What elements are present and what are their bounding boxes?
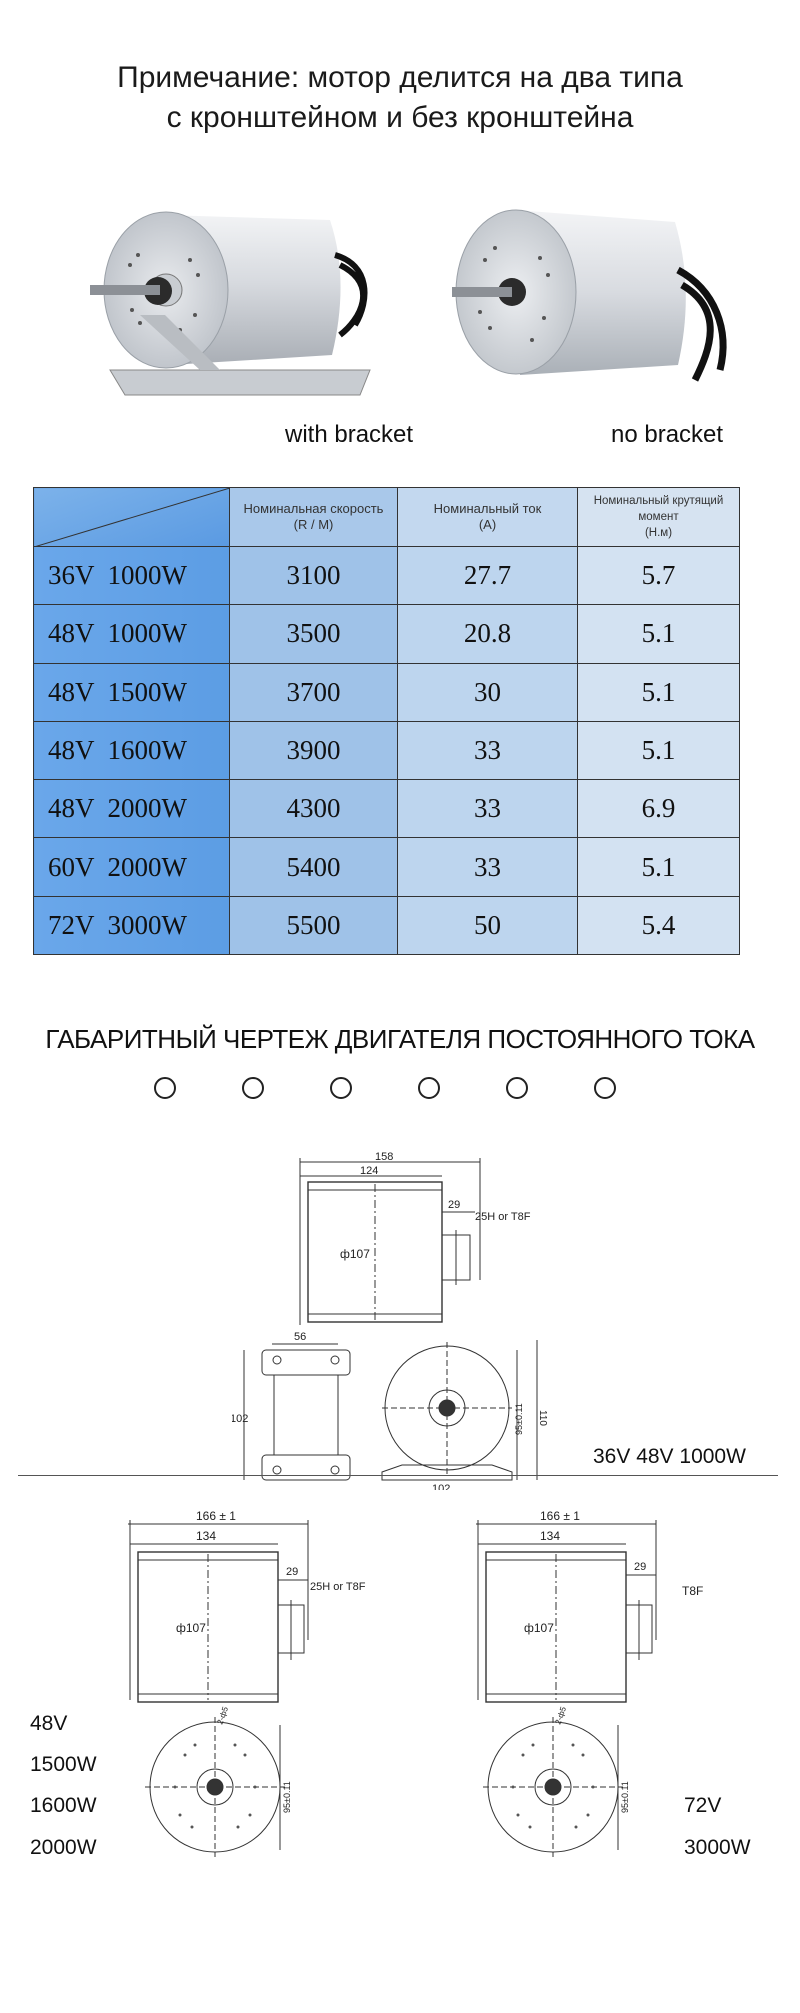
note-line-1: Примечание: мотор делится на два типа (117, 61, 683, 94)
note-heading: Примечание: мотор делится на два типа с … (0, 58, 800, 138)
header-torque: Номинальный крутящий момент (Н.м) (577, 487, 740, 547)
drawings-title: ГАБАРИТНЫЙ ЧЕРТЕЖ ДВИГАТЕЛЯ ПОСТОЯННОГО … (45, 1024, 755, 1054)
table-row: 36V 1000W 3100 27.7 5.7 (33, 545, 740, 606)
row-torque: 5.1 (577, 604, 740, 664)
row-current: 27.7 (397, 545, 578, 606)
drawing-3000w-side: 166 ± 1 134 ф107 29 T8F (470, 1510, 730, 1710)
row-speed: 4300 (229, 779, 398, 839)
drawing-3000w-end: 2-ф5 95±0.11 (478, 1705, 638, 1865)
dim-total: 166 ± 1 (196, 1510, 236, 1523)
table-row: 48V 1500W 3700 30 5.1 (33, 662, 740, 722)
no-bracket-caption: no bracket (611, 421, 724, 448)
row-model: 48V 1600W (33, 720, 230, 781)
row-current: 33 (397, 720, 578, 781)
dim-body: 124 (360, 1165, 378, 1177)
diagonal-divider-icon (34, 488, 230, 547)
dim-body: 134 (196, 1529, 216, 1543)
sprocket-spec: 25H or T8F (310, 1581, 366, 1593)
label-1000w: 36V 48V 1000W (593, 1445, 746, 1468)
row-speed: 3100 (229, 545, 398, 606)
row-current: 20.8 (397, 604, 578, 664)
divider (18, 1475, 778, 1476)
drawing-1000w-side: 158 124 ф107 29 25H or T8F (290, 1150, 550, 1330)
row-current: 33 (397, 779, 578, 839)
row-torque: 5.4 (577, 895, 740, 956)
circle-icon (506, 1077, 528, 1099)
motor-photo-with-bracket (70, 205, 390, 415)
table-row: 48V 1000W 3500 20.8 5.1 (33, 604, 740, 664)
decorative-circles (154, 1077, 616, 1101)
specs-header-row: Номинальная скорость (R / M) Номинальный… (33, 487, 740, 547)
table-row: 48V 1600W 3900 33 5.1 (33, 720, 740, 781)
row-speed: 5500 (229, 895, 398, 956)
motor-photo-no-bracket (440, 200, 740, 400)
dim-base-width: 102 (432, 1483, 450, 1490)
label-power: 1600W (30, 1794, 97, 1817)
with-bracket-caption: with bracket (285, 421, 414, 448)
row-torque: 6.9 (577, 779, 740, 839)
dim-bracket-height: 102 (232, 1413, 248, 1425)
drawing-1500-2000w-end: 2-ф5 95±0.11 (140, 1705, 300, 1865)
dim-body: 134 (540, 1529, 560, 1543)
circle-icon (154, 1077, 176, 1099)
label-voltage: 72V (684, 1794, 722, 1817)
label-power: 3000W (684, 1836, 751, 1859)
header-corner (33, 487, 230, 547)
note-line-2: с кронштейном и без кронштейна (166, 101, 634, 134)
dim-diameter: ф107 (176, 1621, 206, 1635)
row-speed: 3700 (229, 662, 398, 722)
dim-diameter: ф107 (524, 1621, 554, 1635)
dim-end-height: 95±0.11 (514, 1403, 524, 1435)
label-power: 1500W (30, 1753, 97, 1776)
table-row: 48V 2000W 4300 33 6.9 (33, 779, 740, 839)
sprocket-spec: T8F (682, 1584, 703, 1598)
row-current: 30 (397, 662, 578, 722)
header-speed: Номинальная скорость (R / M) (229, 487, 398, 547)
row-torque: 5.7 (577, 545, 740, 606)
row-model: 48V 2000W (33, 779, 230, 839)
label-voltage: 48V (30, 1712, 68, 1735)
row-model: 72V 3000W (33, 895, 230, 956)
dim-end-height: 95±0.11 (620, 1781, 630, 1813)
dim-shaft: 29 (634, 1561, 646, 1573)
dim-diameter: ф107 (340, 1247, 370, 1261)
circle-icon (418, 1077, 440, 1099)
dim-shaft: 29 (448, 1199, 460, 1211)
row-model: 60V 2000W (33, 837, 230, 897)
sprocket-spec: 25H or T8F (475, 1211, 531, 1223)
row-speed: 3900 (229, 720, 398, 781)
row-current: 50 (397, 895, 578, 956)
dim-total: 158 (375, 1151, 393, 1163)
dim-end-bolt: 2-ф5 (215, 1705, 230, 1726)
table-row: 72V 3000W 5500 50 5.4 (33, 895, 740, 956)
row-torque: 5.1 (577, 837, 740, 897)
dim-total: 166 ± 1 (540, 1510, 580, 1523)
dim-shaft: 29 (286, 1566, 298, 1578)
row-torque: 5.1 (577, 662, 740, 722)
dim-bracket-width: 56 (294, 1331, 306, 1343)
row-model: 36V 1000W (33, 545, 230, 606)
row-speed: 3500 (229, 604, 398, 664)
row-model: 48V 1000W (33, 604, 230, 664)
label-power: 2000W (30, 1836, 97, 1859)
drawing-1000w-bracket: 56 102 102 95±0.11 110 (232, 1330, 592, 1490)
circle-icon (594, 1077, 616, 1099)
drawing-1500-2000w-side: 166 ± 1 134 ф107 29 25H or T8F (118, 1510, 398, 1710)
table-row: 60V 2000W 5400 33 5.1 (33, 837, 740, 897)
row-model: 48V 1500W (33, 662, 230, 722)
row-speed: 5400 (229, 837, 398, 897)
dim-end-height: 95±0.11 (282, 1781, 292, 1813)
dim-end-total: 110 (537, 1410, 548, 1426)
circle-icon (242, 1077, 264, 1099)
row-current: 33 (397, 837, 578, 897)
circle-icon (330, 1077, 352, 1099)
row-torque: 5.1 (577, 720, 740, 781)
specs-table: Номинальная скорость (R / M) Номинальный… (33, 487, 740, 956)
header-current: Номинальный ток (A) (397, 487, 578, 547)
dim-end-bolt: 2-ф5 (553, 1705, 568, 1726)
